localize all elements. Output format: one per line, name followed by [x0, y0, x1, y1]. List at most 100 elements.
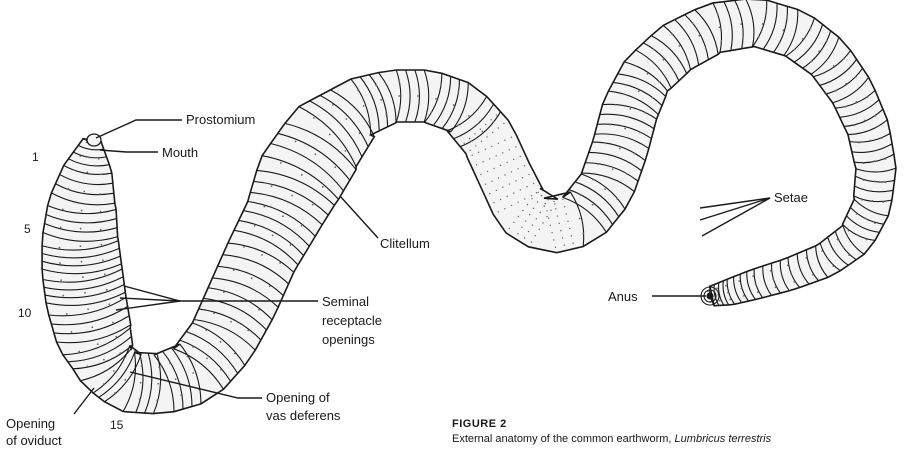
seta-dot [752, 275, 754, 277]
label-mouth: Mouth [162, 145, 198, 160]
seta-dot [738, 280, 740, 282]
seta-dot [334, 166, 336, 168]
seta-dot [368, 121, 370, 123]
clitellum-stipple [511, 137, 512, 138]
seta-dot [863, 179, 865, 181]
clitellum-stipple [528, 231, 529, 232]
seta-dot [86, 171, 88, 173]
seta-dot [864, 120, 866, 122]
clitellum-stipple [513, 159, 514, 160]
clitellum-stipple [493, 168, 494, 169]
seta-dot [766, 10, 768, 12]
seta-dot [870, 139, 872, 141]
seta-dot [719, 26, 721, 28]
seta-dot [729, 299, 731, 301]
seta-dot [457, 124, 459, 126]
clitellum-stipple [498, 143, 499, 144]
seta-dot [100, 173, 102, 175]
seta-dot [609, 124, 611, 126]
label-seminal-line2: receptacle [322, 313, 382, 328]
clitellum-stipple [492, 132, 493, 133]
seta-dot [322, 186, 324, 188]
seta-dot [104, 273, 106, 275]
clitellum-stipple [485, 184, 486, 185]
leader-oviduct [74, 388, 94, 414]
clitellum-stipple [489, 158, 490, 159]
seta-dot [141, 365, 143, 367]
seta-dot [417, 95, 419, 97]
seta-dot [794, 49, 796, 51]
clitellum-stipple [562, 199, 563, 200]
clitellum-stipple [537, 201, 538, 202]
label-vas-line2: vas deferens [266, 408, 340, 423]
figure-caption-title: FIGURE 2 [452, 418, 507, 430]
seta-dot [71, 331, 73, 333]
seta-dot [251, 277, 253, 279]
seta-dot [220, 341, 222, 343]
clitellum-stipple [496, 114, 497, 115]
seta-dot [738, 10, 740, 12]
prostomium-tip [87, 134, 101, 146]
seta-dot [295, 141, 297, 143]
seta-dot [805, 257, 807, 259]
clitellum-stipple [491, 146, 492, 147]
seta-dot [87, 365, 89, 367]
seta-dot [619, 148, 621, 150]
clitellum-stipple [533, 183, 534, 184]
seta-dot [692, 22, 694, 24]
label-vas-line1: Opening of [266, 390, 330, 405]
clitellum-stipple [540, 212, 541, 213]
seta-dot [301, 174, 303, 176]
label-clitellum: Clitellum [380, 236, 430, 251]
segment-number-5: 5 [24, 222, 31, 236]
seta-dot [633, 153, 635, 155]
seta-dot [206, 357, 208, 359]
seta-dot [612, 168, 614, 170]
seta-dot [855, 76, 857, 78]
seta-dot [624, 84, 626, 86]
clitellum-stipple [546, 210, 547, 211]
seta-dot [314, 153, 316, 155]
seta-dot [220, 369, 222, 371]
seta-dot [615, 104, 617, 106]
clitellum-stipple [528, 174, 529, 175]
clitellum-stipple [550, 210, 551, 211]
seta-dot [885, 158, 887, 160]
clitellum-stipple [500, 199, 501, 200]
seta-dot [793, 281, 795, 283]
seta-dot [698, 35, 700, 37]
clitellum-stipple [487, 171, 488, 172]
clitellum-stipple [531, 195, 532, 196]
seta-dot [592, 204, 594, 206]
seta-dot [679, 45, 681, 47]
seta-dot [853, 124, 855, 126]
clitellum-stipple [491, 180, 492, 181]
seta-dot [272, 234, 274, 236]
figure-caption-text: External anatomy of the common earthworm… [452, 433, 771, 445]
clitellum-stipple [536, 192, 537, 193]
seta-dot [357, 90, 359, 92]
clitellum-stipple [485, 124, 486, 125]
seta-dot [453, 104, 455, 106]
label-prostomium: Prostomium [186, 112, 255, 127]
seta-dot [823, 72, 825, 74]
seta-dot [672, 69, 674, 71]
clitellum-stipple [517, 233, 518, 234]
clitellum-stipple [531, 241, 532, 242]
seta-dot [872, 200, 874, 202]
seta-dot [140, 382, 142, 384]
clitellum-stipple [498, 211, 499, 212]
caption-body: External anatomy of the common earthworm… [452, 433, 675, 445]
clitellum-stipple [531, 198, 532, 199]
seta-dot [102, 259, 104, 261]
clitellum-stipple [486, 136, 487, 137]
clitellum-stipple [502, 152, 503, 153]
seta-dot [579, 218, 581, 220]
seta-dot [312, 204, 314, 206]
seta-dot [89, 157, 91, 159]
clitellum-stipple [469, 150, 470, 151]
seta-dot [230, 321, 232, 323]
clitellum-stipple [524, 198, 525, 199]
